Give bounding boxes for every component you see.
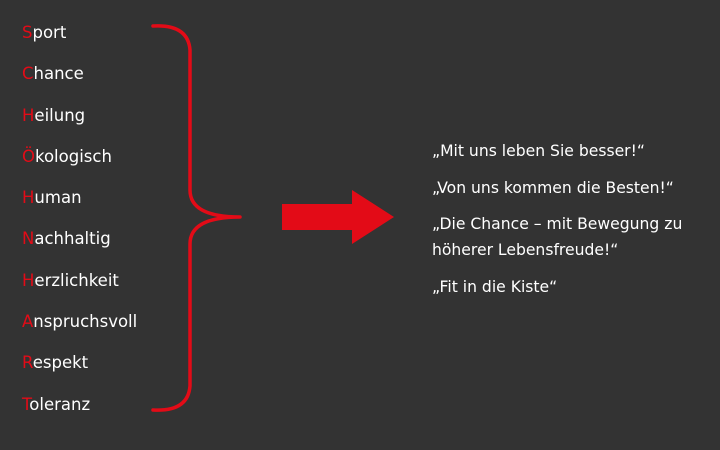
slogan-list: „Mit uns leben Sie besser!“ „Von uns kom… xyxy=(432,138,717,310)
arrow-right-shape xyxy=(282,190,394,244)
acrostic-word: Anspruchsvoll xyxy=(22,308,137,349)
acrostic-rest: espekt xyxy=(32,353,89,373)
acrostic-word: Sport xyxy=(22,19,137,60)
acrostic-word: Ökologisch xyxy=(22,143,137,184)
acrostic-rest: eilung xyxy=(34,105,86,125)
curly-brace-icon xyxy=(151,24,242,412)
acrostic-word: Nachhaltig xyxy=(22,225,137,266)
acrostic-word: Heilung xyxy=(22,102,137,143)
acrostic-rest: uman xyxy=(34,188,82,208)
acrostic-initial: Ö xyxy=(22,146,35,166)
acrostic-word: Toleranz xyxy=(22,391,137,432)
slogan: „Fit in die Kiste“ xyxy=(432,277,558,296)
acrostic-initial: C xyxy=(22,64,34,84)
acrostic-rest: oleranz xyxy=(29,394,91,414)
slogan: „Die Chance – mit Bewegung zu höherer Le… xyxy=(432,215,683,259)
acrostic-rest: hance xyxy=(33,64,84,84)
acrostic-initial: N xyxy=(22,229,35,249)
acrostic-initial: S xyxy=(22,23,33,42)
acrostic-word: Human xyxy=(22,184,137,225)
acrostic-rest: achhaltig xyxy=(34,229,111,249)
acrostic-word: Respekt xyxy=(22,349,137,390)
curly-brace-path xyxy=(151,24,242,412)
acrostic-rest: erzlichkeit xyxy=(34,270,119,290)
acrostic-word-list: Sport Chance Heilung Ökologisch Human Na… xyxy=(22,19,137,432)
acrostic-initial: H xyxy=(22,105,35,125)
acrostic-initial: T xyxy=(22,394,30,414)
acrostic-initial: H xyxy=(22,270,35,290)
acrostic-initial: A xyxy=(22,312,34,332)
acrostic-rest: port xyxy=(32,23,67,42)
acrostic-initial: H xyxy=(22,188,35,208)
slogan: „Mit uns leben Sie besser!“ xyxy=(432,142,645,160)
acrostic-word: Chance xyxy=(22,60,137,101)
acrostic-rest: kologisch xyxy=(35,146,112,166)
arrow-right-icon xyxy=(282,190,394,244)
acrostic-initial: R xyxy=(22,353,33,373)
acrostic-word: Herzlichkeit xyxy=(22,267,137,308)
slogan: „Von uns kommen die Besten!“ xyxy=(432,178,674,197)
acrostic-rest: nspruchsvoll xyxy=(33,312,138,332)
